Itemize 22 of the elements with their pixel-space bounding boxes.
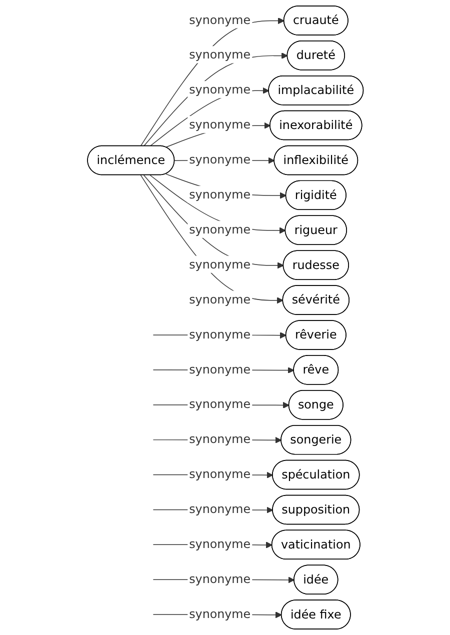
edge-label: synonyme <box>188 82 250 97</box>
edge-label: synonyme <box>188 222 250 236</box>
edge-label: synonyme <box>188 118 250 132</box>
arrow <box>143 174 284 269</box>
edge-label: synonyme <box>188 397 250 412</box>
edge-label: synonyme <box>188 572 250 586</box>
arrow <box>149 87 269 146</box>
edge-label: synonyme <box>188 327 250 342</box>
edge-label: synonyme <box>188 362 250 376</box>
edge-label: synonyme <box>188 467 250 482</box>
arrow <box>140 18 284 146</box>
edge-label: synonyme <box>188 606 250 621</box>
edge-label: synonyme <box>188 257 250 272</box>
edge-label: synonyme <box>188 292 250 306</box>
arrow <box>140 174 283 304</box>
edge-label: synonyme <box>188 152 250 167</box>
edge-label: synonyme <box>188 48 250 62</box>
edge-label: synonyme <box>188 502 250 516</box>
edge-label: synonyme <box>188 12 250 27</box>
edge-label: synonyme <box>188 537 250 552</box>
edge-label: synonyme <box>188 432 250 446</box>
edge-label: synonyme <box>188 188 250 202</box>
